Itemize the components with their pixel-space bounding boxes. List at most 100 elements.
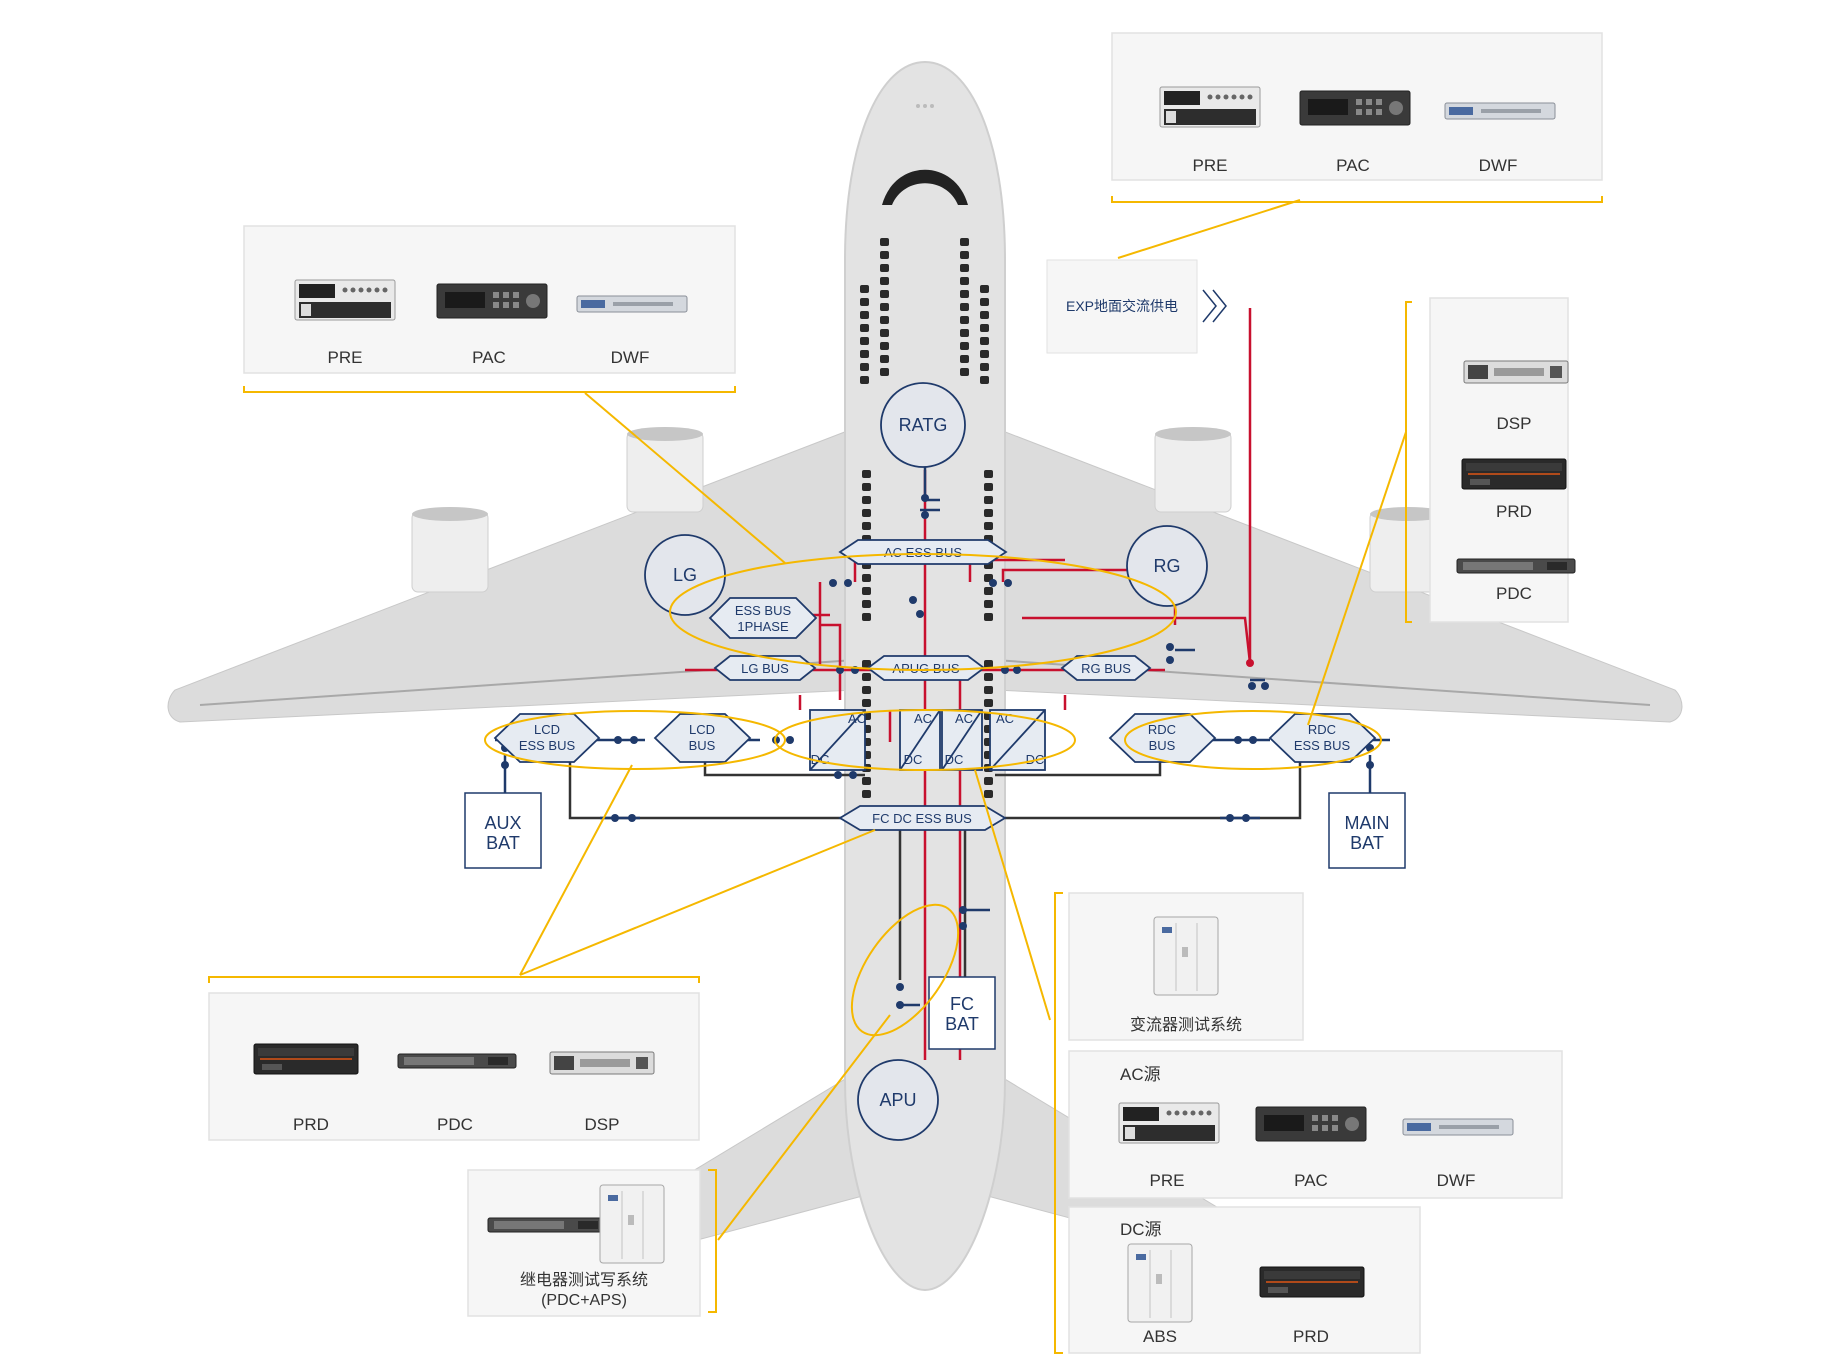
cabin-window xyxy=(880,355,889,363)
panel-item-label: PRD xyxy=(1293,1327,1329,1346)
cabin-windows xyxy=(860,238,993,798)
fc-dc-ess-bus-label: FC DC ESS BUS xyxy=(872,811,972,826)
cabin-window xyxy=(984,496,993,504)
rg-bus-shape xyxy=(1060,655,1152,681)
rdc-bus-label-line1: RDC xyxy=(1148,722,1176,737)
apug-bus-label: APUG BUS xyxy=(892,661,960,676)
highlight-rdc-bus-area xyxy=(1124,710,1382,770)
cabin-window xyxy=(984,660,993,668)
main-bat-line1: MAIN xyxy=(1345,813,1390,833)
ac-ess-bus-label: AC ESS BUS xyxy=(884,545,962,560)
ess-bus-1phase-shape xyxy=(708,597,818,639)
cabin-window xyxy=(960,290,969,298)
converter-1-ac: AC xyxy=(848,711,866,726)
cabin-window xyxy=(862,600,871,608)
dwf-device-image xyxy=(576,295,688,313)
cabin-window xyxy=(862,483,871,491)
cabin-window xyxy=(860,298,869,306)
pdc-device-image xyxy=(1456,558,1576,574)
prd-device-image xyxy=(253,1043,359,1075)
cabin-window xyxy=(984,673,993,681)
pac-device-image xyxy=(436,283,548,319)
panel-top-right: PRE PAC DWF xyxy=(1111,32,1603,181)
rg-label: RG xyxy=(1154,556,1181,576)
cabin-window xyxy=(862,699,871,707)
main-bat-box xyxy=(1328,792,1406,869)
ground-power: EXP地面交流供电 xyxy=(1046,259,1227,354)
cabin-window xyxy=(862,673,871,681)
relay-caption-line1: 继电器测试写系统 xyxy=(520,1271,648,1289)
bracket-sources xyxy=(1054,892,1063,1354)
cabin-window xyxy=(880,251,889,259)
apu-circle xyxy=(857,1059,939,1141)
chevron-right-icon xyxy=(1202,289,1227,323)
pdc-device-image xyxy=(487,1217,607,1233)
dsp-device-image xyxy=(549,1051,655,1075)
highlight-fc-bat-area xyxy=(850,903,960,1037)
rdc-ess-bus-shape xyxy=(1268,713,1377,763)
fc-bat-box xyxy=(928,976,996,1050)
converter-1 xyxy=(809,709,866,771)
panel-ac-source: AC源 PRE PAC DWF xyxy=(1068,1050,1563,1199)
cabin-window xyxy=(880,342,889,350)
panel-item-label: PRD xyxy=(1496,502,1532,521)
cabin-window xyxy=(880,264,889,272)
panel-item-label: DWF xyxy=(1437,1171,1476,1190)
cabin-window xyxy=(862,777,871,785)
highlight-converter-area xyxy=(774,709,1076,771)
cabin-window xyxy=(984,613,993,621)
lcd-ess-bus-shape xyxy=(493,713,601,763)
lg-label: LG xyxy=(673,565,697,585)
cabin-window xyxy=(960,329,969,337)
left-outer-engine xyxy=(411,507,489,593)
bracket-top-left xyxy=(243,386,736,393)
cabin-window xyxy=(862,613,871,621)
panel-item-label: PRE xyxy=(328,348,363,367)
converter-2-dc: DC xyxy=(904,752,923,767)
cabin-window xyxy=(960,264,969,272)
cabin-window xyxy=(984,790,993,798)
highlight-ac-bus-area xyxy=(669,553,1177,671)
ess-bus-label-line2: 1PHASE xyxy=(737,619,789,634)
highlights xyxy=(208,196,1603,1354)
rdc-bus-label-line2: BUS xyxy=(1149,738,1176,753)
panel-item-label: ABS xyxy=(1143,1327,1177,1346)
cabin-window xyxy=(880,290,889,298)
fc-dc-ess-bus-shape xyxy=(838,805,1007,831)
cabin-window xyxy=(984,587,993,595)
cabin-window xyxy=(860,324,869,332)
bracket-bottom-left xyxy=(208,976,700,983)
fc-bat-line2: BAT xyxy=(945,1014,979,1034)
pac-device-image xyxy=(1299,90,1411,126)
rdc-bus-shape xyxy=(1108,713,1217,763)
cabin-window xyxy=(984,509,993,517)
highlight-lcd-bus-area xyxy=(484,710,786,770)
cabin-window xyxy=(860,311,869,319)
cabin-window xyxy=(960,368,969,376)
cabin-window xyxy=(880,329,889,337)
cabin-window xyxy=(980,285,989,293)
aps-cabinet-image xyxy=(599,1184,665,1264)
cabin-window xyxy=(862,686,871,694)
cabin-window xyxy=(862,790,871,798)
bracket-right xyxy=(1405,301,1412,623)
ground-power-box xyxy=(1046,259,1198,354)
cabin-window xyxy=(862,660,871,668)
left-inner-engine xyxy=(626,427,704,513)
dwf-device-image xyxy=(1402,1118,1514,1136)
cockpit-windshield xyxy=(882,169,968,205)
panel-dc-source: DC源 ABS PRD xyxy=(1068,1206,1421,1354)
converter-2-ac: AC xyxy=(914,711,932,726)
ratg-label: RATG xyxy=(899,415,948,435)
bracket-relay xyxy=(708,1169,717,1313)
pre-device-image xyxy=(1159,86,1261,128)
cabin-window xyxy=(880,316,889,324)
cabin-window xyxy=(984,470,993,478)
cabin-window xyxy=(960,251,969,259)
panel-item-label: DWF xyxy=(611,348,650,367)
ratg-circle xyxy=(880,382,966,468)
aux-bat-box xyxy=(464,792,542,869)
lcd-bus-shape xyxy=(653,713,752,763)
cabin-window xyxy=(980,298,989,306)
